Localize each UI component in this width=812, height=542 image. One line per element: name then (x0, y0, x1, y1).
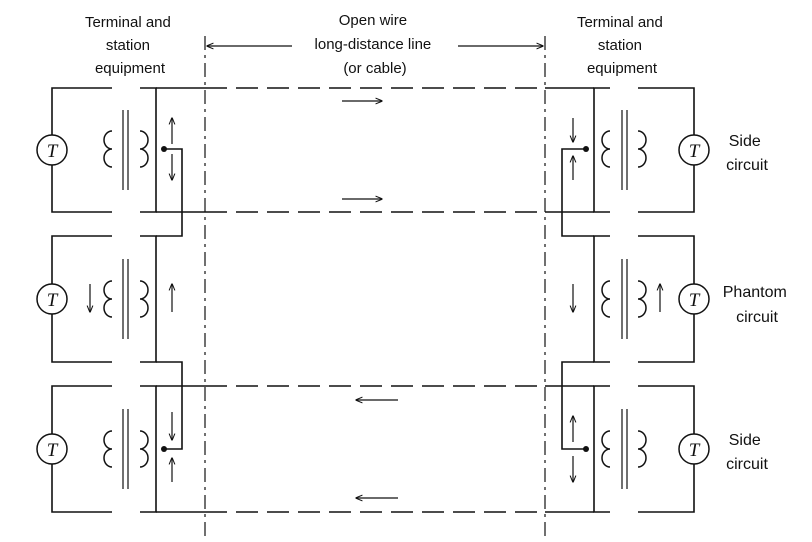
line-current-arrows (342, 101, 398, 498)
svg-text:T: T (689, 440, 701, 461)
center-heading: Open wire long-distance line (or cable) (315, 12, 436, 77)
svg-text:T: T (47, 141, 59, 162)
svg-text:T: T (47, 290, 59, 311)
telephone-left-bottom: T (36, 433, 68, 465)
side-circuit-top-label: Side circuit (726, 133, 768, 174)
line-wires (156, 87, 594, 513)
right-terminal (561, 87, 695, 513)
svg-text:T: T (47, 440, 59, 461)
phantom-circuit-label: Phantom circuit (723, 284, 792, 326)
left-heading: Terminal and station equipment (85, 14, 175, 77)
svg-text:T: T (689, 141, 701, 162)
svg-text:T: T (689, 290, 701, 311)
telephone-right-bottom: T (678, 433, 710, 465)
telephone-left-top: T (36, 134, 68, 166)
telephone-right-top: T (678, 134, 710, 166)
right-heading: Terminal and station equipment (577, 14, 667, 77)
side-circuit-bottom-label: Side circuit (726, 432, 768, 473)
telephone-right-middle: T (678, 283, 710, 315)
left-terminal (51, 87, 183, 513)
telephone-left-middle: T (36, 283, 68, 315)
